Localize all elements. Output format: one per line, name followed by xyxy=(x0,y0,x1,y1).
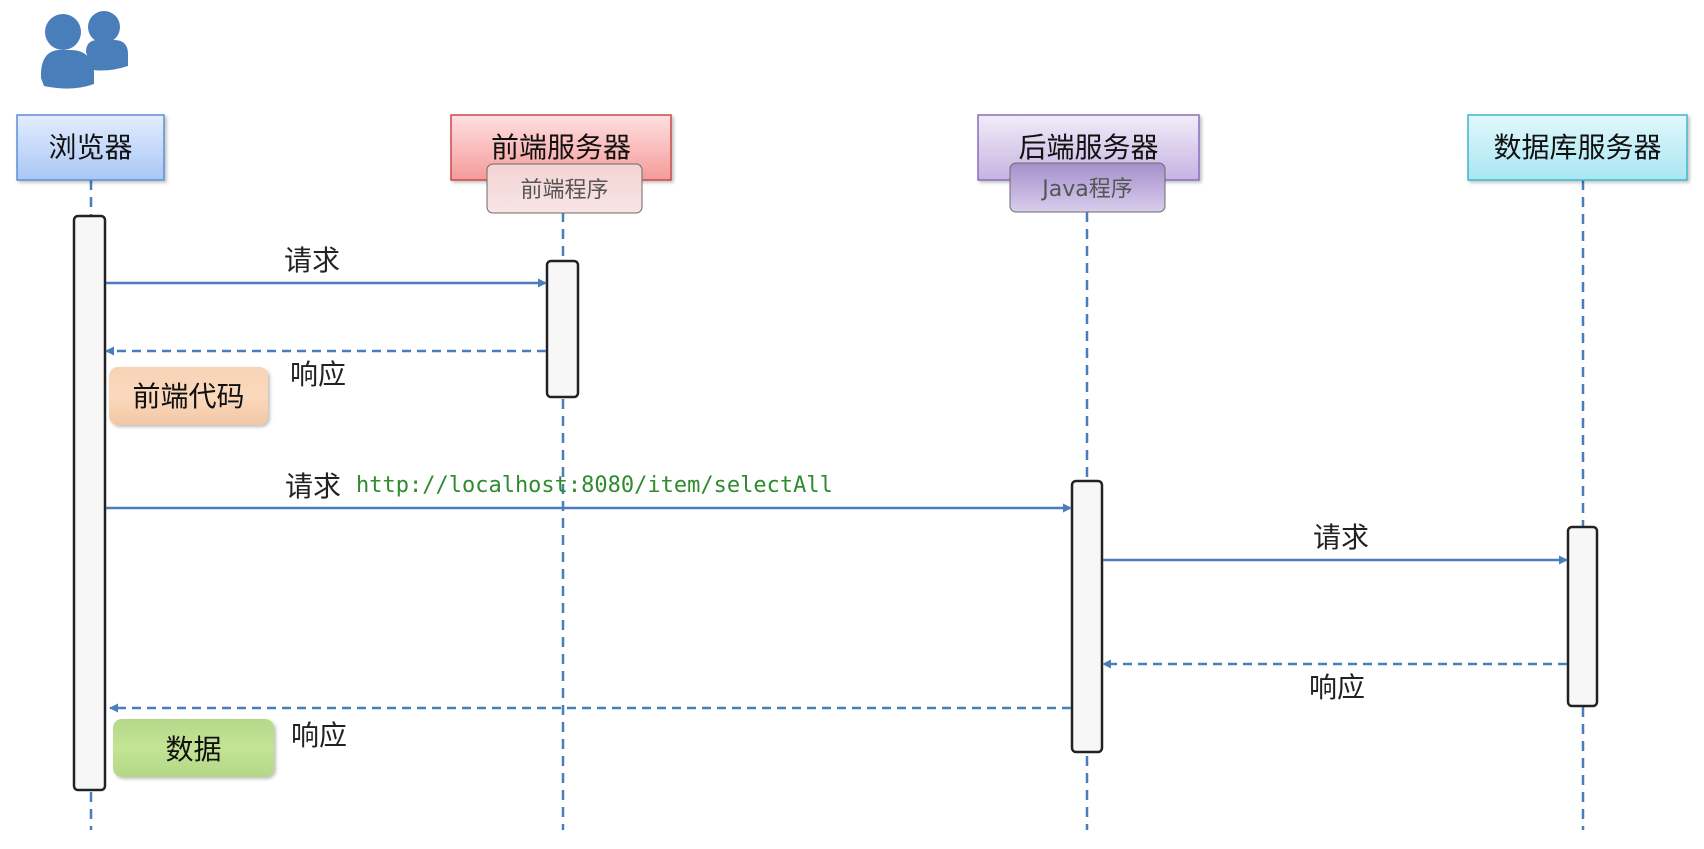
activation-browser xyxy=(72,214,107,792)
backend-program-tag: Java程序 xyxy=(1009,162,1166,213)
message-response-3-label: 响应 xyxy=(1309,671,1365,704)
message-request-2-label: 请求 xyxy=(285,470,341,503)
participant-backend-label: 后端服务器 xyxy=(1018,131,1158,164)
message-request-3: 请求 xyxy=(1103,521,1568,565)
participant-database: 数据库服务器 xyxy=(1467,114,1688,181)
message-request-3-label: 请求 xyxy=(1313,521,1369,554)
participant-browser: 浏览器 xyxy=(16,114,165,181)
activations xyxy=(72,214,1599,792)
note-data-label: 数据 xyxy=(165,733,221,766)
message-response-2: 响应 xyxy=(109,703,1071,752)
message-request-1-label: 请求 xyxy=(284,244,340,277)
message-response-1: 响应 xyxy=(105,346,546,391)
participant-frontend-label: 前端服务器 xyxy=(491,131,631,164)
frontend-program-tag: 前端程序 xyxy=(486,163,643,214)
activation-backend xyxy=(1070,479,1104,754)
message-response-2-label: 响应 xyxy=(291,719,347,752)
note-frontend-code-label: 前端代码 xyxy=(132,380,244,413)
message-request-1: 请求 xyxy=(106,244,547,288)
activation-frontend xyxy=(545,259,580,399)
note-frontend-code: 前端代码 xyxy=(109,367,268,425)
message-response-1-label: 响应 xyxy=(290,358,346,391)
backend-program-label: Java程序 xyxy=(1040,177,1132,202)
frontend-program-label: 前端程序 xyxy=(520,178,608,203)
message-request-2: 请求 http://localhost:8080/item/selectAll xyxy=(106,470,1072,513)
users-icon xyxy=(40,11,128,89)
note-data: 数据 xyxy=(113,719,274,777)
activation-database xyxy=(1566,525,1599,708)
participant-browser-label: 浏览器 xyxy=(48,131,132,164)
message-response-3: 响应 xyxy=(1102,659,1567,704)
participant-database-label: 数据库服务器 xyxy=(1493,131,1661,164)
request-url: http://localhost:8080/item/selectAll xyxy=(356,473,833,498)
